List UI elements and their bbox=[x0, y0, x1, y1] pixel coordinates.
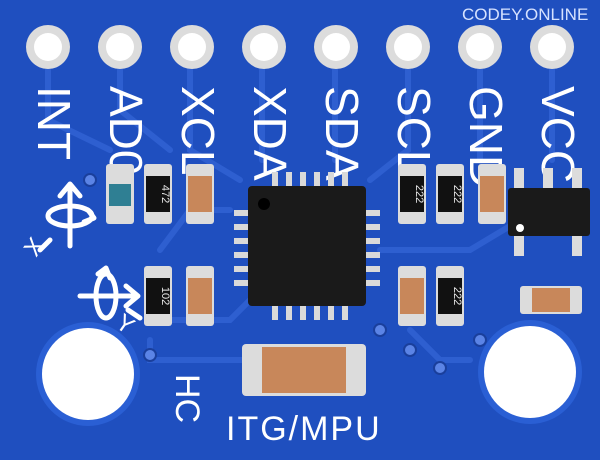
pin-label-int: INT bbox=[28, 86, 80, 160]
capacitor-c2 bbox=[478, 164, 506, 224]
capacitor-c3 bbox=[186, 266, 214, 326]
pcb-vias bbox=[83, 173, 527, 375]
resistor-r3-code: 222 bbox=[451, 185, 463, 203]
resistor-r5-code: 222 bbox=[451, 287, 463, 305]
watermark-text: CODEY.ONLINE bbox=[462, 5, 588, 24]
product-label: ITG/MPU bbox=[226, 410, 382, 448]
teal-capacitor bbox=[106, 164, 134, 224]
resistor-r1-code: 472 bbox=[159, 185, 171, 203]
capacitor-c4 bbox=[398, 266, 426, 326]
y-axis-rotation-icon bbox=[77, 265, 143, 321]
resistor-r4: 102 bbox=[144, 266, 172, 326]
header-pads bbox=[26, 25, 574, 69]
mounting-hole-left bbox=[36, 322, 140, 426]
pin-pad-int bbox=[26, 25, 70, 69]
pin-pad-scl bbox=[386, 25, 430, 69]
capacitor-c5 bbox=[520, 286, 582, 314]
pin-pad-xcl bbox=[170, 25, 214, 69]
x-axis-rotation-icon bbox=[37, 181, 97, 253]
pin-pad-ad0 bbox=[98, 25, 142, 69]
pin-label-vcc: VCC bbox=[532, 86, 584, 183]
resistor-r1: 472 bbox=[144, 164, 172, 224]
mounting-hole-right bbox=[478, 320, 582, 424]
resistor-r2: 222 bbox=[398, 164, 426, 224]
capacitor-c1 bbox=[186, 164, 214, 224]
capacitor-large bbox=[242, 344, 366, 396]
pin-label-sda: SDA bbox=[316, 86, 368, 181]
main-ic-chip bbox=[234, 172, 380, 320]
pin-pad-gnd bbox=[458, 25, 502, 69]
resistor-r4-code: 102 bbox=[159, 287, 171, 305]
pin-label-ad0: AD0 bbox=[100, 86, 152, 175]
voltage-regulator bbox=[508, 168, 590, 256]
pin-pad-sda bbox=[314, 25, 358, 69]
maker-label: HC bbox=[168, 374, 206, 423]
pin-label-scl: SCL bbox=[388, 86, 440, 175]
resistor-r3: 222 bbox=[436, 164, 464, 224]
pin-label-xda: XDA bbox=[244, 86, 296, 181]
pin-label-xcl: XCL bbox=[172, 86, 224, 175]
pin-pad-vcc bbox=[530, 25, 574, 69]
pin-pad-xda bbox=[242, 25, 286, 69]
resistor-r5: 222 bbox=[436, 266, 464, 326]
resistor-r2-code: 222 bbox=[413, 185, 425, 203]
